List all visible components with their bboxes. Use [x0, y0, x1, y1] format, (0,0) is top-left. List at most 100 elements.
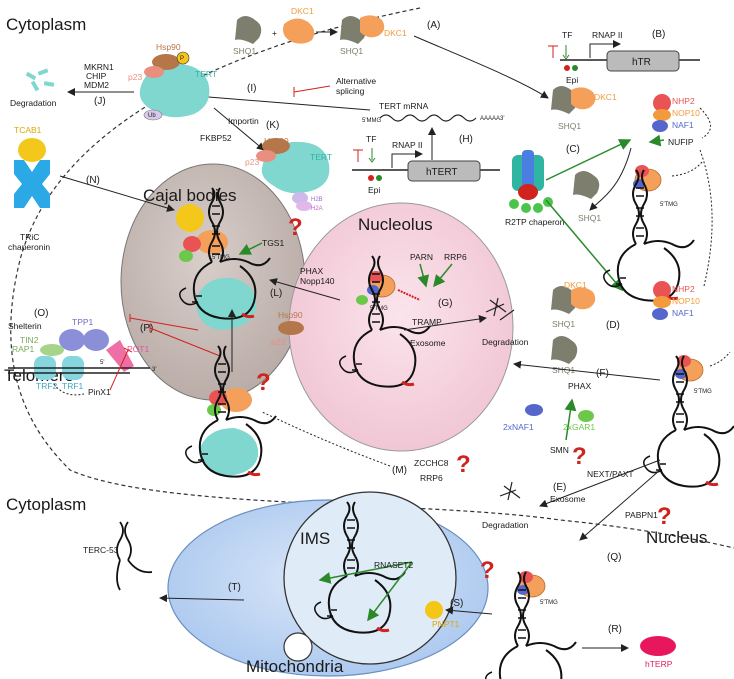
arrow-f: [513, 360, 661, 381]
alt-splicing-label-1: Alternative: [336, 76, 376, 86]
nucleus-label: Nucleus: [646, 528, 707, 547]
tpp1-label: TPP1: [72, 317, 94, 327]
step-c-label: (C): [566, 144, 580, 155]
mdm2-label: MDM2: [84, 80, 109, 90]
naf1-label-mid: NAF1: [672, 308, 694, 318]
epi-dot-red: [564, 65, 570, 71]
r2tp-chaperon: [509, 150, 553, 213]
tgs1-label: TGS1: [262, 238, 284, 248]
step-n-label: (N): [86, 175, 100, 186]
dkc1-label-a: DKC1: [291, 6, 314, 16]
question-mark-pabpn1: ?: [657, 503, 672, 530]
alt-splicing-inhibit: [293, 85, 331, 97]
ims-label: IMS: [300, 529, 330, 548]
degradation-fragments-j: [25, 68, 55, 92]
rrp6-label-g: RRP6: [444, 252, 467, 262]
gar1-nucleolus: [356, 295, 368, 305]
plus-sign: +: [272, 28, 277, 38]
truncated-tail: [397, 289, 421, 301]
naf1-top: [652, 120, 668, 132]
pinx1-inhibit: [109, 347, 133, 391]
mitochondria-label: Mitochondria: [246, 657, 344, 676]
step-o-label: (O): [34, 308, 48, 319]
rnaset2-arrow-2: [318, 561, 413, 584]
trf1-label: TRF1: [62, 381, 84, 391]
rnaset2-arrow-1: [367, 561, 413, 622]
cytoplasm-top-label: Cytoplasm: [6, 15, 86, 34]
step-l-label: (L): [270, 288, 282, 299]
step-e-label: (E): [553, 482, 566, 493]
tgs1-arrow: [238, 242, 263, 255]
hsp90-label-j: Hsp90: [156, 42, 181, 52]
mito-pore: [283, 632, 313, 662]
dkc1-bound-a: [360, 15, 385, 38]
shq1-label-a2: SHQ1: [340, 46, 363, 56]
tramp-label: TRAMP: [412, 317, 442, 327]
parn-label: PARN: [410, 252, 433, 262]
step-s-label: (S): [450, 598, 463, 609]
degradation-label-g: Degradation: [482, 337, 529, 347]
tcab1-label: TCAB1: [14, 125, 42, 135]
arrow-n: [59, 175, 175, 212]
tf-htr-label: TF: [562, 30, 572, 40]
dkc1-label-a2: DKC1: [384, 28, 407, 38]
tmg-label-cajal: 5'TMG: [212, 255, 230, 261]
shq1-dkc1-complex: [340, 16, 367, 44]
chip-label: CHIP: [86, 71, 107, 81]
arrow-a2: [413, 35, 549, 99]
epi-dot-green: [572, 65, 578, 71]
tric-label-2: chaperonin: [8, 242, 50, 252]
question-mark-lower: ?: [256, 369, 271, 396]
pnpt1-label: PNPT1: [432, 619, 460, 629]
pnpt1-protein: [425, 601, 443, 619]
rnap-htert-arrow: [391, 150, 423, 168]
hterp-protein: [640, 636, 676, 656]
smn-label: SMN: [550, 445, 569, 455]
arrow-l: [269, 278, 341, 301]
tin2-label: TIN2: [20, 335, 39, 345]
step-q-label: (Q): [607, 552, 621, 563]
step-b-label: (B): [652, 29, 665, 40]
step-m-label: (M): [392, 465, 407, 476]
pot1-inhibit: [129, 314, 221, 357]
rnaset2-label: RNASET2: [374, 560, 413, 570]
tail-2: [709, 351, 731, 367]
snrnp-complex-2: [674, 354, 704, 382]
p-label: P: [180, 56, 184, 62]
htr-gene-box: [606, 50, 680, 72]
tert-mrna-wave: [379, 114, 477, 122]
degradation-fragments-g: [485, 297, 515, 321]
gar1-x2-label: 2xGAR1: [563, 422, 595, 432]
nhp2-mid: [653, 281, 671, 299]
pot1-label: POT1: [127, 344, 149, 354]
degradation-label-e: Degradation: [482, 520, 529, 530]
terc53-rna: [116, 521, 153, 591]
shq1-release-arrow: [589, 147, 632, 211]
gar1-x2: [578, 410, 594, 422]
tric-chaperonin: [14, 160, 50, 208]
snrnp-complex-1: [632, 164, 662, 192]
tert-label-j: TERT: [195, 69, 217, 79]
tert-mrna-label: TERT mRNA: [379, 101, 429, 111]
alt-splicing-label-2: splicing: [336, 86, 365, 96]
arrow-i: [195, 92, 371, 111]
rnap-htr-label: RNAP II: [592, 30, 623, 40]
hsp90-l: [278, 321, 304, 335]
h2b-label: H2B: [311, 197, 323, 203]
naf1-label-top: NAF1: [672, 120, 694, 130]
ims-compartment: [283, 491, 457, 665]
epi-dot-red-2: [368, 175, 374, 181]
tf-htert-inhibit: [353, 149, 363, 162]
hsp90-label-l: Hsp90: [278, 310, 303, 320]
tf-htr-inhibit: [548, 45, 558, 58]
nufip-arrow: [648, 134, 665, 147]
dkc1-protein-a: [283, 18, 315, 44]
step-a-label: (A): [427, 20, 440, 31]
dkc1-protein-b: [571, 87, 596, 110]
tmg-label-1: 5'TMG: [660, 202, 678, 208]
tail-1: [671, 161, 703, 177]
snrnp-complex-3: [516, 570, 546, 598]
rnap-htert-label: RNAP II: [392, 140, 423, 150]
pinx1-label: PinX1: [88, 387, 111, 397]
